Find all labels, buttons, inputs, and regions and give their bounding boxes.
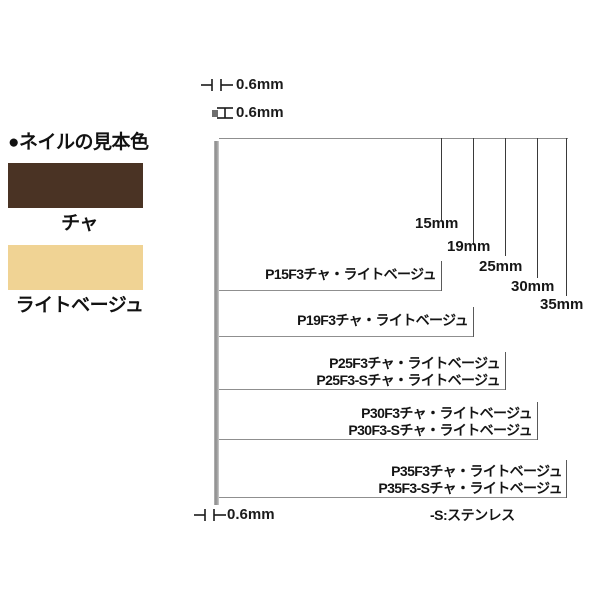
nail-shaft [214,141,219,505]
dimension-width-top: 0.6mm [200,76,284,94]
callout-rule-30mm [219,439,537,440]
length-label-19mm: 19mm [447,238,491,255]
nail-head-marker [212,110,218,117]
length-label-15mm: 15mm [415,215,459,232]
callout-rule-35mm [219,497,566,498]
leader-line-15mm [441,138,442,220]
dimension-thickness-top: 0.6mm [214,104,284,122]
datum-rule-top [219,138,568,139]
color-swatch-label-cha: チャ [61,213,98,234]
color-swatch-label-light-beige: ライトベージュ [15,295,144,316]
product-name-stainless: P30F3-Sチャ・ライトベージュ [348,422,532,438]
product-name: P25F3チャ・ライトベージュ [329,355,500,371]
product-name: P30F3チャ・ライトベージュ [361,405,532,421]
stainless-footnote: -S:ステンレス [430,507,515,523]
legend-heading: ●ネイルの見本色 [8,132,149,153]
product-row-35mm: P35F3チャ・ライトベージュ P35F3-Sチャ・ライトベージュ [330,463,562,497]
callout-rule-15mm [219,290,441,291]
leader-line-25mm [505,138,506,256]
color-swatch-light-beige [8,245,143,290]
callout-edge-19mm [473,307,474,337]
callout-edge-25mm [505,352,506,390]
product-name: P19F3チャ・ライトベージュ [297,312,468,328]
dimension-arrow-horizontal-bottom-icon [194,509,226,521]
length-label-30mm: 30mm [511,278,555,295]
dimension-width-bottom-label: 0.6mm [227,506,275,523]
length-label-35mm: 35mm [540,296,584,313]
product-name-stainless: P25F3-Sチャ・ライトベージュ [316,372,500,388]
dimension-thickness-top-label: 0.6mm [236,104,284,121]
product-name: P15F3チャ・ライトベージュ [265,266,436,282]
leader-line-35mm [566,138,567,296]
callout-edge-15mm [441,261,442,291]
dimension-arrow-vertical-icon [217,107,233,119]
callout-edge-30mm [537,402,538,440]
callout-edge-35mm [566,460,567,498]
dimension-width-bottom: 0.6mm [193,506,275,524]
product-name-stainless: P35F3-Sチャ・ライトベージュ [378,480,562,496]
product-row-25mm: P25F3チャ・ライトベージュ P25F3-Sチャ・ライトベージュ [268,355,500,389]
length-label-25mm: 25mm [479,258,523,275]
callout-rule-25mm [219,389,505,390]
nail-color-legend: ●ネイルの見本色 チャ ライトベージュ [8,132,188,318]
callout-rule-19mm [219,336,473,337]
leader-line-30mm [537,138,538,278]
product-row-30mm: P30F3チャ・ライトベージュ P30F3-Sチャ・ライトベージュ [300,405,532,439]
dimension-arrow-horizontal-icon [201,79,233,91]
product-row-19mm: P19F3チャ・ライトベージュ [258,312,468,329]
color-swatch-cha [8,163,143,208]
dimension-width-top-label: 0.6mm [236,76,284,93]
product-name: P35F3チャ・ライトベージュ [391,463,562,479]
leader-line-19mm [473,138,474,245]
product-row-15mm: P15F3チャ・ライトベージュ [226,266,436,283]
